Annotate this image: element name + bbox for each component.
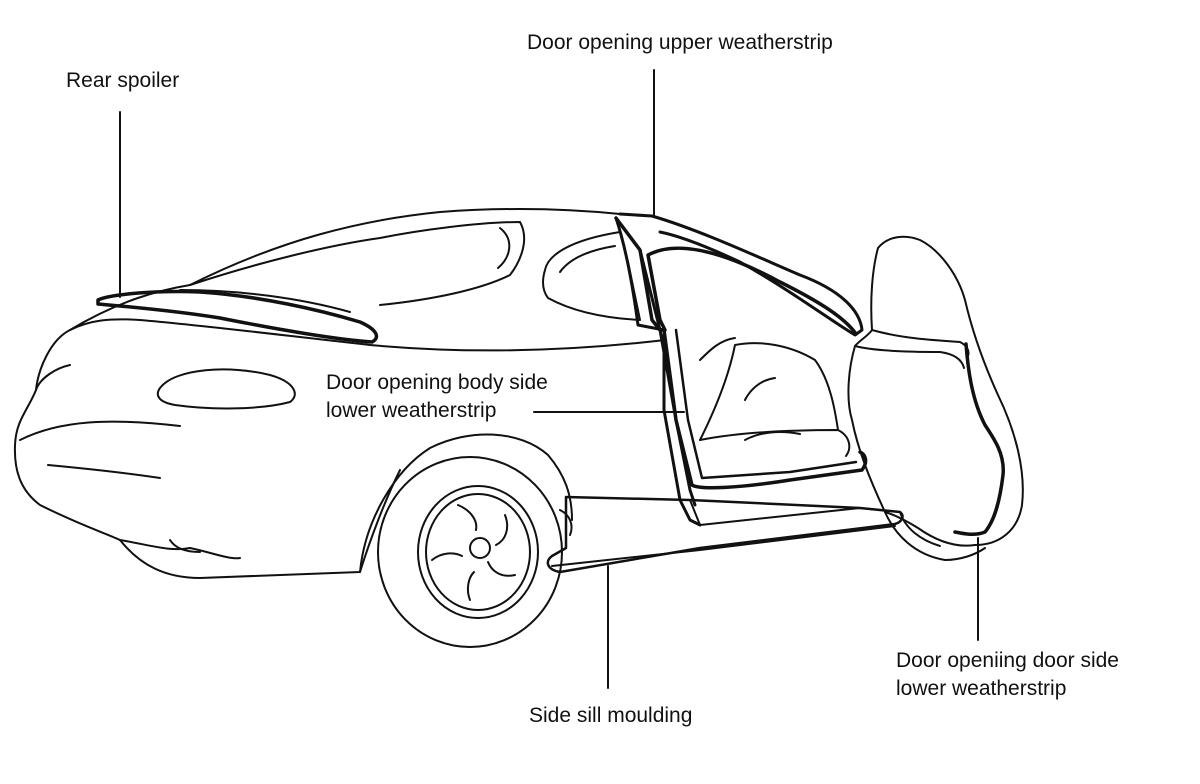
- side-sill-edge: [559, 496, 573, 549]
- wheel-spoke-2: [495, 514, 509, 546]
- wheel-arch: [359, 433, 573, 573]
- seat-detail: [744, 377, 801, 441]
- door-armrest: [854, 345, 965, 369]
- quarter-window: [542, 231, 641, 321]
- wheel-spoke-4: [466, 571, 475, 601]
- lower-rear: [119, 539, 241, 560]
- sill-bottom: [551, 525, 896, 567]
- quarter-window-inner: [559, 245, 616, 273]
- rear-tire: [377, 456, 563, 648]
- tail-lamp: [156, 368, 296, 410]
- trunk-line: [69, 318, 666, 352]
- body-side-lower-weatherstrip-inner: [674, 328, 858, 480]
- door-bottom: [899, 511, 941, 547]
- rear-spoiler-shape: [96, 289, 379, 344]
- open-door-outline: [877, 235, 1024, 547]
- lower-rear-detail: [169, 539, 201, 553]
- rear-spoiler-text: Rear spoiler: [66, 69, 180, 92]
- label-side-sill-moulding: Side sill moulding: [529, 702, 692, 730]
- wheel-spoke-3: [487, 561, 516, 577]
- roof-line: [69, 207, 621, 331]
- interior-rear: [699, 337, 736, 361]
- label-door-opening-body-side-lower-weatherstrip: Door opening body side lower weatherstri…: [326, 369, 548, 425]
- rear-rim: [417, 485, 539, 619]
- door-side-text-line2: lower weatherstrip: [896, 677, 1067, 700]
- door-upper-weatherstrip: [614, 216, 858, 336]
- bumper-line: [47, 464, 161, 479]
- hub: [469, 537, 491, 559]
- wheel-spoke-5: [431, 552, 463, 561]
- seat-cushion: [699, 429, 851, 457]
- upper-weatherstrip-text: Door opening upper weatherstrip: [527, 31, 833, 54]
- door-lower-edge: [884, 511, 986, 561]
- door-side-text-line1: Door openiing door side: [896, 649, 1119, 672]
- rear-spoiler-top-edge: [179, 289, 351, 313]
- label-door-opening-upper-weatherstrip: Door opening upper weatherstrip: [527, 29, 833, 57]
- rear-rim-inner: [425, 493, 531, 611]
- door-opening-frame: [618, 212, 864, 337]
- tail-curve: [35, 364, 71, 391]
- rear-window: [189, 221, 526, 306]
- body-side-text-line1: Door opening body side: [326, 371, 548, 394]
- wheel-spoke-1: [457, 504, 478, 531]
- door-side-lower-weatherstrip: [953, 342, 1005, 537]
- floor-line: [689, 499, 901, 526]
- label-rear-spoiler: Rear spoiler: [66, 67, 179, 95]
- body-side-lower-weatherstrip: [662, 328, 868, 490]
- side-crease: [19, 420, 181, 441]
- label-door-opening-door-side-lower-weatherstrip: Door openiing door side lower weatherstr…: [896, 647, 1119, 703]
- b-pillar: [614, 216, 702, 527]
- body-side-text-line2: lower weatherstrip: [326, 399, 497, 422]
- side-sill-text: Side sill moulding: [529, 704, 693, 727]
- seat-back: [699, 342, 839, 441]
- rear-window-inner: [497, 227, 511, 269]
- car-body-outline: [13, 329, 401, 579]
